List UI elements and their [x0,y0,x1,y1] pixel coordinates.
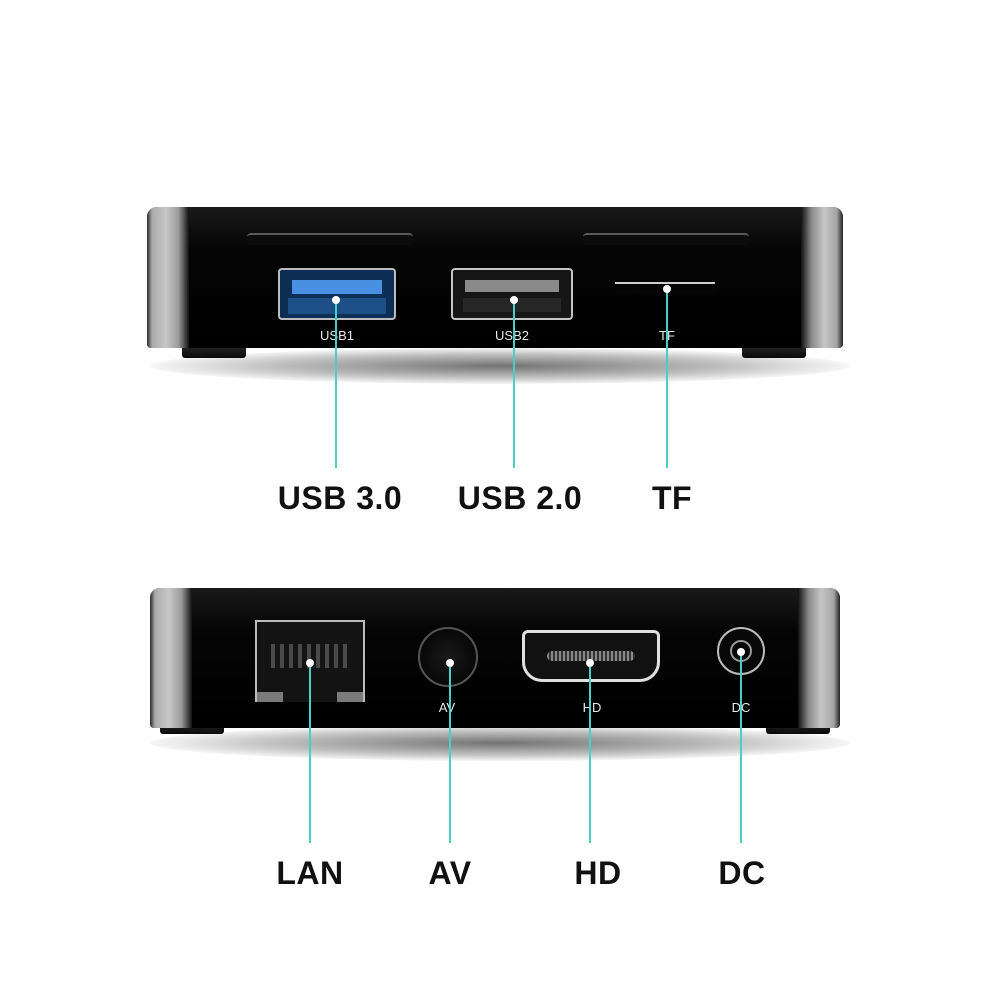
leader-line-tf [666,289,668,468]
hdmi-contacts [547,651,635,661]
av-jack [418,627,478,687]
leader-line-hd [589,663,591,843]
usb2-port [451,268,573,320]
device-side-right [801,207,843,348]
leader-dot-usb2 [510,296,518,304]
leader-dot-usb1 [332,296,340,304]
hdmi-port [522,630,660,682]
hd-printed-label: HD [582,700,602,715]
leader-dot-av [446,659,454,667]
leader-line-lan [309,663,311,843]
device-side-left [147,207,189,348]
usb2-printed-label: USB2 [495,328,529,343]
leader-dot-hd [586,659,594,667]
leader-dot-tf [663,285,671,293]
leader-line-av [449,663,451,843]
callout-usb2: USB 2.0 [457,480,583,516]
vent-slot-right [583,233,749,245]
usb3-blue-tongue [292,280,382,294]
device-shadow [150,725,850,761]
av-printed-label: AV [438,700,456,715]
leader-dot-lan [306,659,314,667]
usb1-port [278,268,396,320]
device-shadow [150,348,850,384]
callout-usb3: USB 3.0 [277,480,403,516]
callout-tf: TF [651,480,693,516]
leader-line-dc [740,652,742,843]
leader-dot-dc [737,648,745,656]
callout-dc: DC [718,855,766,891]
leader-line-usb1 [335,300,337,468]
leader-line-usb2 [513,300,515,468]
callout-lan: LAN [276,855,344,891]
callout-hd: HD [574,855,622,891]
vent-slot-left [247,233,413,245]
device-side-right [798,588,840,728]
device-side-left [150,588,192,728]
usb2-tongue [465,280,559,292]
usb1-printed-label: USB1 [320,328,354,343]
callout-av: AV [428,855,472,891]
